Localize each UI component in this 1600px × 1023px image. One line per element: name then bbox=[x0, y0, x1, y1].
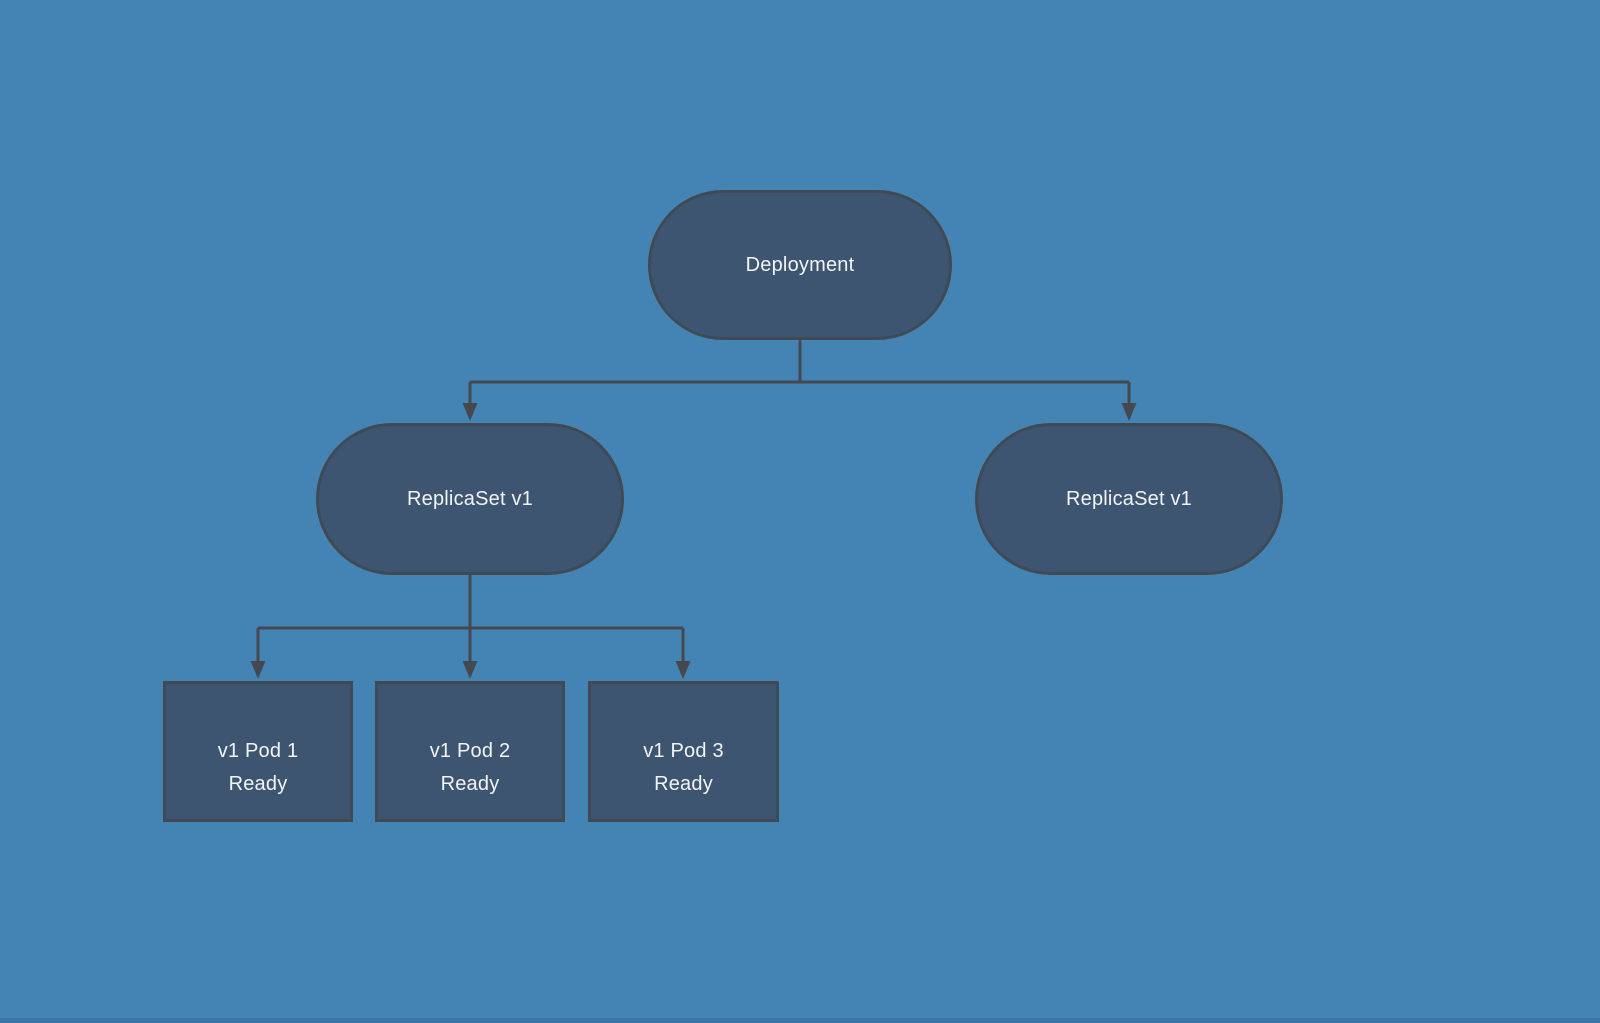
replicaset-v1-left-node: ReplicaSet v1 bbox=[316, 423, 624, 575]
pod-1-node: v1 Pod 1 Ready bbox=[163, 681, 353, 822]
pod-1-label: v1 Pod 1 bbox=[217, 739, 299, 762]
connector-deployment-to-replicasets bbox=[468, 340, 1131, 407]
pod-2-status: Ready bbox=[440, 772, 500, 795]
pod-2-label: v1 Pod 2 bbox=[429, 739, 511, 762]
pod-3-label: v1 Pod 3 bbox=[643, 739, 724, 762]
canvas-bottom-edge bbox=[0, 1018, 1600, 1023]
connector-replicaset-to-pods bbox=[256, 575, 685, 665]
arrow-down-icon bbox=[462, 661, 478, 679]
arrow-down-icon bbox=[675, 661, 691, 679]
arrow-down-icon bbox=[1121, 403, 1137, 421]
replicaset-v1-left-label: ReplicaSet v1 bbox=[407, 487, 533, 510]
deployment-node: Deployment bbox=[648, 190, 952, 340]
pod-1-status: Ready bbox=[228, 772, 288, 795]
pod-3-node: v1 Pod 3 Ready bbox=[588, 681, 779, 822]
pod-3-status: Ready bbox=[654, 772, 713, 795]
pod-2-node: v1 Pod 2 Ready bbox=[375, 681, 565, 822]
replicaset-v1-right-node: ReplicaSet v1 bbox=[975, 423, 1283, 575]
replicaset-v1-right-label: ReplicaSet v1 bbox=[1066, 487, 1192, 510]
arrow-down-icon bbox=[462, 403, 478, 421]
arrow-down-icon bbox=[250, 661, 266, 679]
deployment-node-label: Deployment bbox=[745, 253, 855, 276]
